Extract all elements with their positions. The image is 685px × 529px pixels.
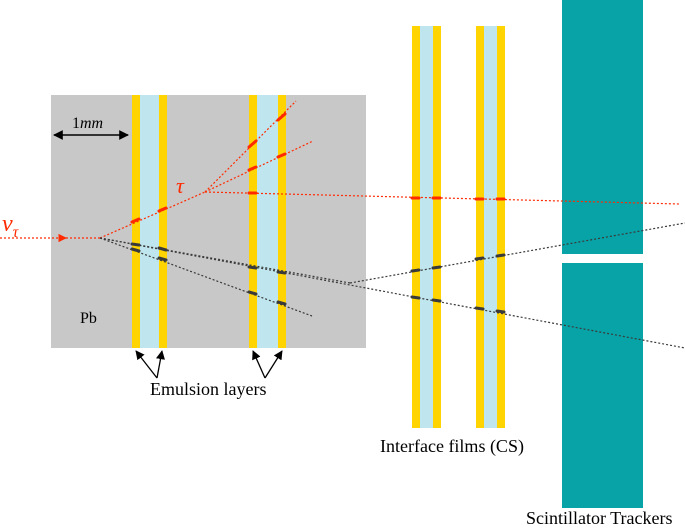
lead-label: Pb: [80, 310, 97, 327]
hadron-track-1-ext: [349, 222, 685, 284]
scintillator-tracker-upper: [562, 0, 643, 254]
scale-label: 1mm: [72, 115, 103, 132]
emulsion-layers-label: Emulsion layers: [150, 379, 266, 399]
neutrino-label: ντ: [2, 211, 20, 241]
scintillator-tracker-lower: [562, 263, 643, 508]
scintillator-trackers-label: Scintillator Trackers: [526, 508, 673, 528]
emulsion-pointer-arrows: [135, 350, 283, 379]
tau-track: [99, 191, 206, 239]
hadron-track-2: [99, 237, 685, 349]
interface-film-1: [412, 26, 441, 428]
interface-films-label: Interface films (CS): [380, 436, 524, 457]
tau-daughter-3: [204, 191, 681, 205]
hadron-hit-segments: [130, 242, 506, 314]
lead-block: [51, 95, 366, 348]
tau-hit-segments: [130, 112, 506, 224]
tau-label: τ: [176, 173, 185, 198]
emulsion-module-2: [249, 95, 286, 348]
interface-film-2: [476, 26, 505, 428]
